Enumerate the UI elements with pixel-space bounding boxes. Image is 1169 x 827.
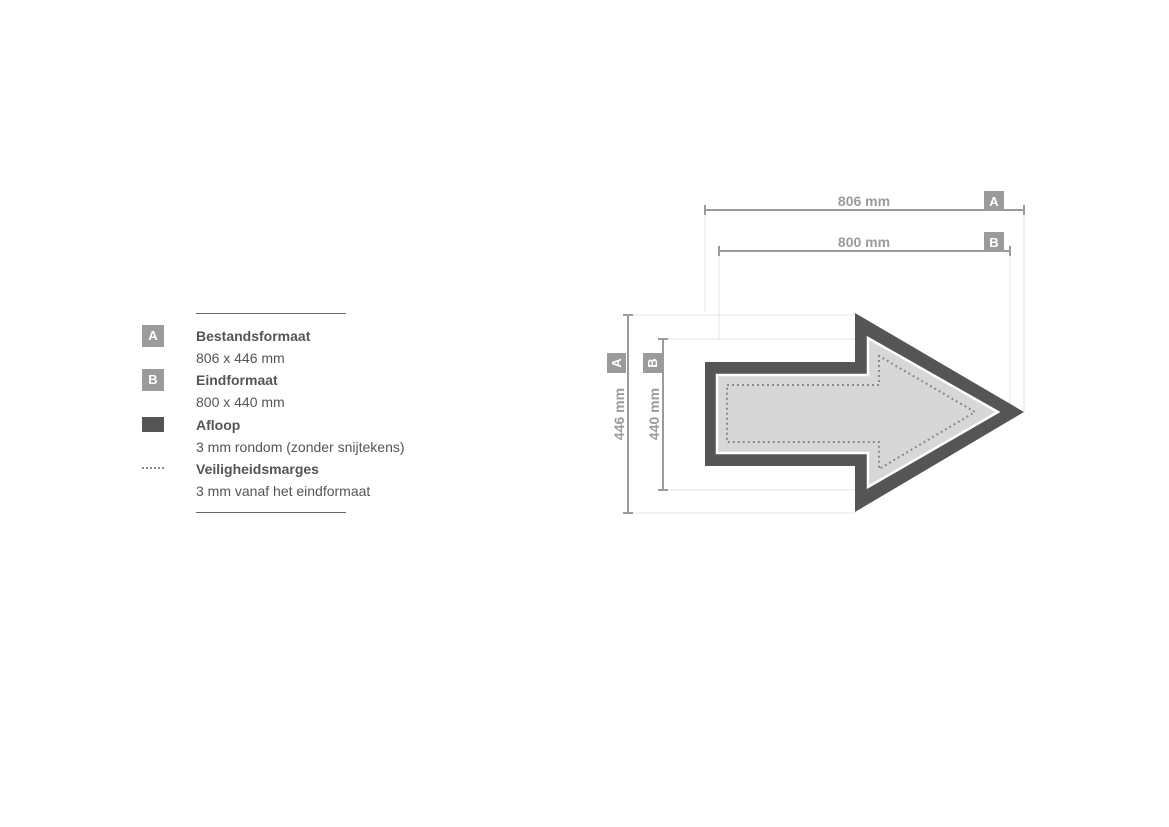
dimension-width-b: 800 mm B (718, 232, 1011, 256)
legend-title-afloop: Afloop (196, 417, 241, 433)
dimension-height-b-label: 440 mm (646, 388, 662, 440)
legend-subtitle-afloop: 3 mm rondom (zonder snijtekens) (196, 439, 405, 455)
dimension-width-b-badge-bg (984, 232, 1004, 251)
legend-bottom-divider (196, 512, 346, 513)
dimension-width-b-label: 800 mm (838, 234, 890, 250)
dimension-width-a-badge-bg (984, 191, 1004, 210)
badge-a: A (142, 325, 164, 347)
guide-lines (628, 210, 1025, 514)
badge-b: B (142, 369, 164, 391)
dimension-width-a: 806 mm A (704, 191, 1025, 215)
legend-top-divider (196, 313, 346, 314)
safety-margin-outline (726, 354, 977, 471)
dimension-height-b: B 440 mm (643, 338, 668, 491)
legend-subtitle-veiligheidsmarges: 3 mm vanaf het eindformaat (196, 483, 371, 499)
dimension-height-b-badge: B (645, 358, 660, 367)
dimension-height-a-badge: A (609, 358, 624, 368)
dimension-width-b-badge: B (989, 235, 998, 250)
legend-subtitle-eindformaat: 800 x 440 mm (196, 394, 285, 410)
dimension-height-a-badge-bg (607, 353, 626, 373)
bleed-swatch-icon (142, 417, 164, 432)
dimension-width-a-label: 806 mm (838, 193, 890, 209)
dimension-height-a: A 446 mm (607, 314, 633, 514)
legend-title-eindformaat: Eindformaat (196, 372, 278, 388)
dotted-line-icon (142, 467, 164, 469)
dimension-width-a-badge: A (989, 194, 999, 209)
legend-subtitle-bestandsformaat: 806 x 446 mm (196, 350, 285, 366)
legend-title-bestandsformaat: Bestandsformaat (196, 328, 311, 344)
dimension-height-b-badge-bg (643, 353, 662, 373)
dimension-height-a-label: 446 mm (611, 388, 627, 440)
trim-arrow-shape (715, 335, 1001, 490)
legend-title-veiligheidsmarges: Veiligheidsmarges (196, 461, 319, 477)
